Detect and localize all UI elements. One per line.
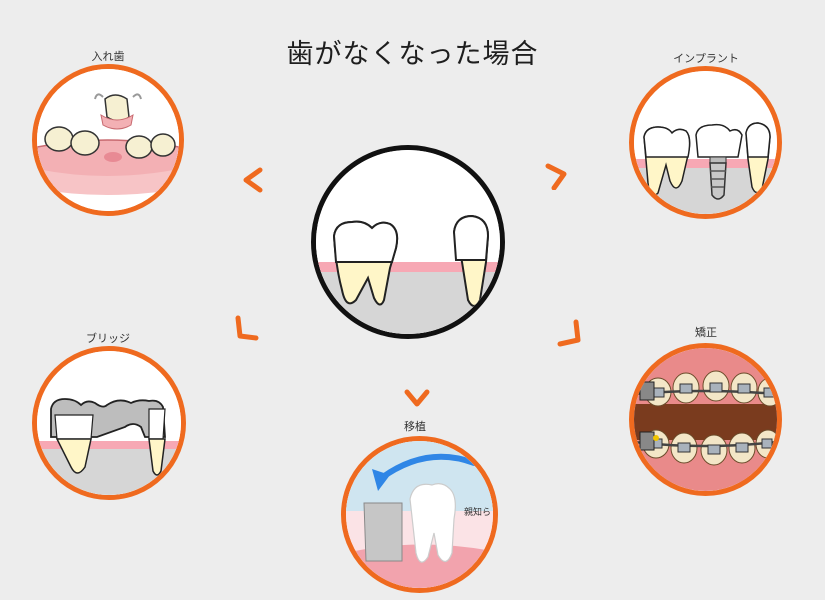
arrow-to-implant <box>542 160 572 191</box>
center-missing-tooth-circle <box>311 145 505 339</box>
arrow-to-bridge <box>230 314 260 344</box>
option-implant[interactable] <box>629 66 782 219</box>
arrow-to-transplant <box>402 382 432 412</box>
page-title: 歯がなくなった場合 <box>286 39 539 70</box>
braces-icon <box>634 348 777 491</box>
arrow-to-orthodontics <box>554 318 584 348</box>
bridge-icon <box>37 351 181 495</box>
label-transplant: 移植 <box>404 420 426 433</box>
transplant-inner-text: 親知ら <box>464 508 492 518</box>
arrow-to-denture <box>238 164 268 194</box>
missing-tooth-icon <box>316 150 500 334</box>
option-bridge[interactable] <box>32 346 186 500</box>
denture-icon <box>37 69 179 211</box>
tooth-transplant-icon <box>346 441 493 588</box>
label-denture: 入れ歯 <box>91 50 125 63</box>
implant-icon <box>634 71 777 214</box>
label-implant: インプラント <box>673 52 739 65</box>
option-transplant[interactable]: 親知ら <box>341 436 498 593</box>
option-denture[interactable] <box>32 64 184 216</box>
option-orthodontics[interactable] <box>629 343 782 496</box>
label-bridge: ブリッジ <box>86 332 130 345</box>
label-orthodontics: 矯正 <box>695 326 717 339</box>
